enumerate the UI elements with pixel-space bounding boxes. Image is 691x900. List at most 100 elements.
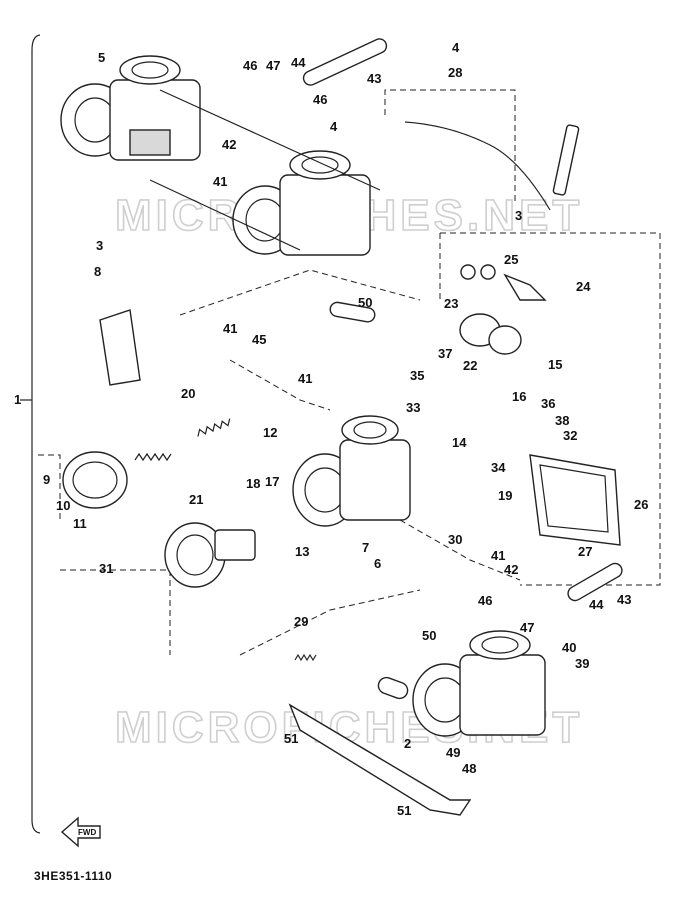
callout: 41 — [223, 321, 237, 336]
callout: 31 — [99, 561, 113, 576]
callout: 23 — [444, 296, 458, 311]
diagram-code: 3HE351-1110 — [34, 869, 113, 883]
callout: 42 — [504, 562, 518, 577]
callout: 50 — [358, 295, 372, 310]
callout: 17 — [265, 474, 279, 489]
callout: 14 — [452, 435, 467, 450]
callout: 33 — [406, 400, 420, 415]
front-arrow-label: FWD — [78, 828, 96, 837]
alignment-line-right — [399, 519, 521, 581]
link-rod-top — [159, 89, 381, 191]
callout: 13 — [295, 544, 309, 559]
alignment-line-low — [239, 589, 421, 656]
callout: 44 — [589, 597, 604, 612]
link-plate-51 — [288, 703, 472, 816]
callout: 20 — [181, 386, 195, 401]
link-rod-lower — [149, 179, 301, 251]
callout: 25 — [504, 252, 518, 267]
callout: 16 — [512, 389, 526, 404]
callout: 12 — [263, 425, 277, 440]
callout: 39 — [575, 656, 589, 671]
callout: 28 — [448, 65, 462, 80]
top-cover — [62, 451, 128, 509]
callout: 3 — [96, 238, 103, 253]
callout: 46 — [478, 593, 492, 608]
callout: 15 — [548, 357, 562, 372]
spring-20 — [197, 418, 231, 437]
callout: 45 — [252, 332, 266, 347]
throttle-pulley-group — [459, 264, 547, 355]
callout: 3 — [515, 208, 522, 223]
callout: 50 — [422, 628, 436, 643]
bracket-label: 1 — [14, 392, 21, 407]
fuel-pipe-43-low — [567, 562, 623, 602]
callout: 10 — [56, 498, 70, 513]
callout: 42 — [222, 137, 236, 152]
callout: 40 — [562, 640, 576, 655]
callout: 11 — [73, 516, 87, 531]
carburetor-body-2 — [412, 630, 546, 737]
callout: 4 — [452, 40, 460, 55]
callout: 27 — [578, 544, 592, 559]
callout: 41 — [298, 371, 312, 386]
callout: 36 — [541, 396, 555, 411]
carburetor-body-4 — [232, 150, 371, 256]
front-arrow-icon: FWD — [60, 816, 101, 848]
spring-29 — [294, 653, 317, 662]
callout: 51 — [397, 803, 411, 818]
callout: 29 — [294, 614, 308, 629]
throttle-cable — [404, 121, 551, 211]
callout: 5 — [98, 50, 105, 65]
callout: 18 — [246, 476, 260, 491]
callout: 43 — [617, 592, 631, 607]
fuel-pipe-43-top — [302, 38, 388, 86]
callout: 21 — [189, 492, 203, 507]
callout: 9 — [43, 472, 50, 487]
callout: 6 — [374, 556, 381, 571]
mounting-plate-8 — [99, 309, 141, 386]
cable-bracket — [552, 124, 580, 196]
callout: 22 — [463, 358, 477, 373]
callout: 44 — [291, 55, 306, 70]
callout: 4 — [330, 119, 338, 134]
piston-valve — [214, 529, 256, 561]
group-box-28 — [384, 89, 516, 205]
joint-pipe-low — [377, 676, 409, 700]
callout: 46 — [243, 58, 257, 73]
callout: 37 — [438, 346, 452, 361]
top-cover-inner — [72, 461, 118, 499]
callout: 41 — [491, 548, 505, 563]
callout: 2 — [404, 736, 411, 751]
callout: 30 — [448, 532, 462, 547]
callout: 8 — [94, 264, 101, 279]
float-chamber-gasket — [539, 464, 609, 533]
callout: 48 — [462, 761, 476, 776]
alignment-line-mid — [229, 359, 331, 411]
callout: 41 — [213, 174, 227, 189]
assembly-bracket — [31, 34, 41, 834]
carburetor-body-5 — [60, 55, 201, 161]
group-box-31 — [60, 569, 171, 655]
callout: 7 — [362, 540, 369, 555]
callout: 47 — [266, 58, 280, 73]
carburetor-body-center — [292, 415, 411, 527]
alignment-line-top — [179, 269, 421, 316]
callout: 35 — [410, 368, 424, 383]
callout: 51 — [284, 731, 298, 746]
callout: 49 — [446, 745, 460, 760]
callout: 34 — [491, 460, 506, 475]
callout: 43 — [367, 71, 381, 86]
float-chamber-19 — [529, 454, 621, 546]
callout: 38 — [555, 413, 569, 428]
spring-large — [134, 452, 172, 462]
callout-labels: 1 2 3 3 4 4 5 6 7 8 9 10 11 12 13 14 15 … — [43, 40, 648, 818]
callout: 26 — [634, 497, 648, 512]
diaphragm-21-inner — [176, 534, 214, 576]
callout: 24 — [576, 279, 591, 294]
callout: 46 — [313, 92, 327, 107]
group-box-9 — [38, 454, 61, 520]
callout: 32 — [563, 428, 577, 443]
callout: 19 — [498, 488, 512, 503]
joint-pipe — [329, 301, 376, 323]
